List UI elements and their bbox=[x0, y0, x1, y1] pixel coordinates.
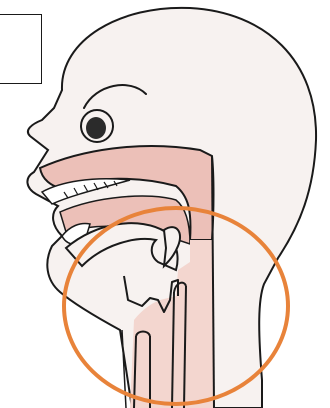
label-box bbox=[0, 14, 42, 84]
eye-icon bbox=[81, 110, 113, 142]
